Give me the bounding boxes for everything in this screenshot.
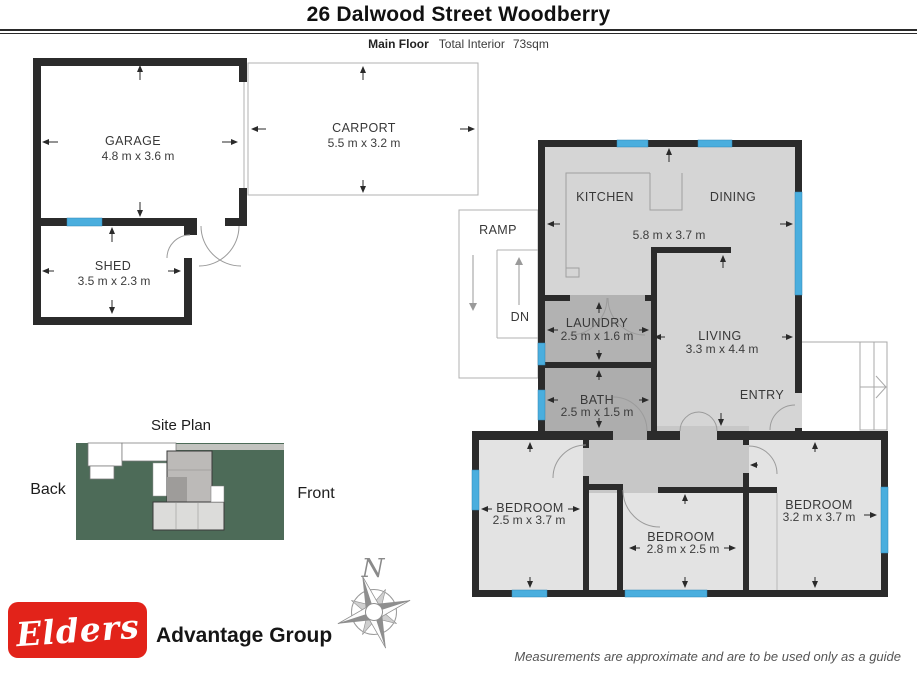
carport-label: CARPORT <box>332 121 396 135</box>
bath-label: BATH <box>580 393 614 407</box>
steps-direction-icon <box>875 375 887 399</box>
windows <box>66 139 889 598</box>
carport-outline <box>243 62 479 196</box>
entry-label: ENTRY <box>740 388 784 402</box>
bedroom-middle-dims: 2.8 m x 2.5 m <box>647 542 720 556</box>
living-label: LIVING <box>698 329 741 343</box>
site-driveway <box>158 444 284 450</box>
ramp-label: RAMP <box>479 223 517 237</box>
site-shed <box>89 465 115 480</box>
interior-area: 73sqm <box>512 37 549 51</box>
compass-north-label: N <box>361 554 386 584</box>
down-label: DN <box>511 310 530 324</box>
shed-label: SHED <box>95 259 131 273</box>
door-arcs <box>166 225 796 528</box>
bath-dims: 2.5 m x 1.5 m <box>561 405 634 419</box>
kitchen-label: KITCHEN <box>576 190 634 204</box>
kitchen-counter <box>565 172 683 278</box>
elders-logo-text: Elders <box>14 606 141 654</box>
site-plan-title: Site Plan <box>151 417 211 434</box>
dimension-arrows <box>42 65 877 588</box>
floor-fills <box>472 140 888 597</box>
entry-steps <box>802 341 888 431</box>
header-divider <box>0 29 917 34</box>
measurements-disclaimer: Measurements are approximate and are to … <box>514 649 901 664</box>
laundry-dims: 2.5 m x 1.6 m <box>561 329 634 343</box>
bedroom-right-label: BEDROOM <box>785 498 852 512</box>
site-ramp <box>152 462 168 497</box>
floor-subtitle: Main Floor Total Interior 73sqm <box>0 37 917 51</box>
shed-dims: 3.5 m x 2.3 m <box>78 274 151 288</box>
site-back-label: Back <box>30 481 67 498</box>
agency-group-name: Advantage Group <box>156 624 333 647</box>
site-house-wet <box>167 477 187 502</box>
site-front-label: Front <box>297 485 335 502</box>
site-porch <box>210 485 225 503</box>
laundry-label: LAUNDRY <box>566 316 629 330</box>
interior-label: Total Interior <box>438 37 505 51</box>
elders-logo: Elders <box>8 602 147 658</box>
site-plan: Site Plan Back Front <box>30 417 335 540</box>
living-dims: 3.3 m x 4.4 m <box>686 342 759 356</box>
page-title: 26 Dalwood Street Woodberry <box>306 3 611 26</box>
site-house-lower <box>152 501 225 531</box>
floor-label: Main Floor <box>368 37 429 51</box>
compass-rose-icon: N <box>337 554 411 649</box>
bedroom-middle-label: BEDROOM <box>647 530 714 544</box>
kitchen-dining-dims: 5.8 m x 3.7 m <box>633 228 706 242</box>
bedroom-left-label: BEDROOM <box>496 501 563 515</box>
garage-dims: 4.8 m x 3.6 m <box>102 149 175 163</box>
walls <box>33 58 888 597</box>
bedroom-right-dims: 3.2 m x 3.7 m <box>783 510 856 524</box>
garage-label: GARAGE <box>105 134 161 148</box>
site-garage <box>87 442 123 467</box>
carport-dims: 5.5 m x 3.2 m <box>328 136 401 150</box>
bedroom-left-dims: 2.5 m x 3.7 m <box>493 513 566 527</box>
dining-label: DINING <box>710 190 756 204</box>
